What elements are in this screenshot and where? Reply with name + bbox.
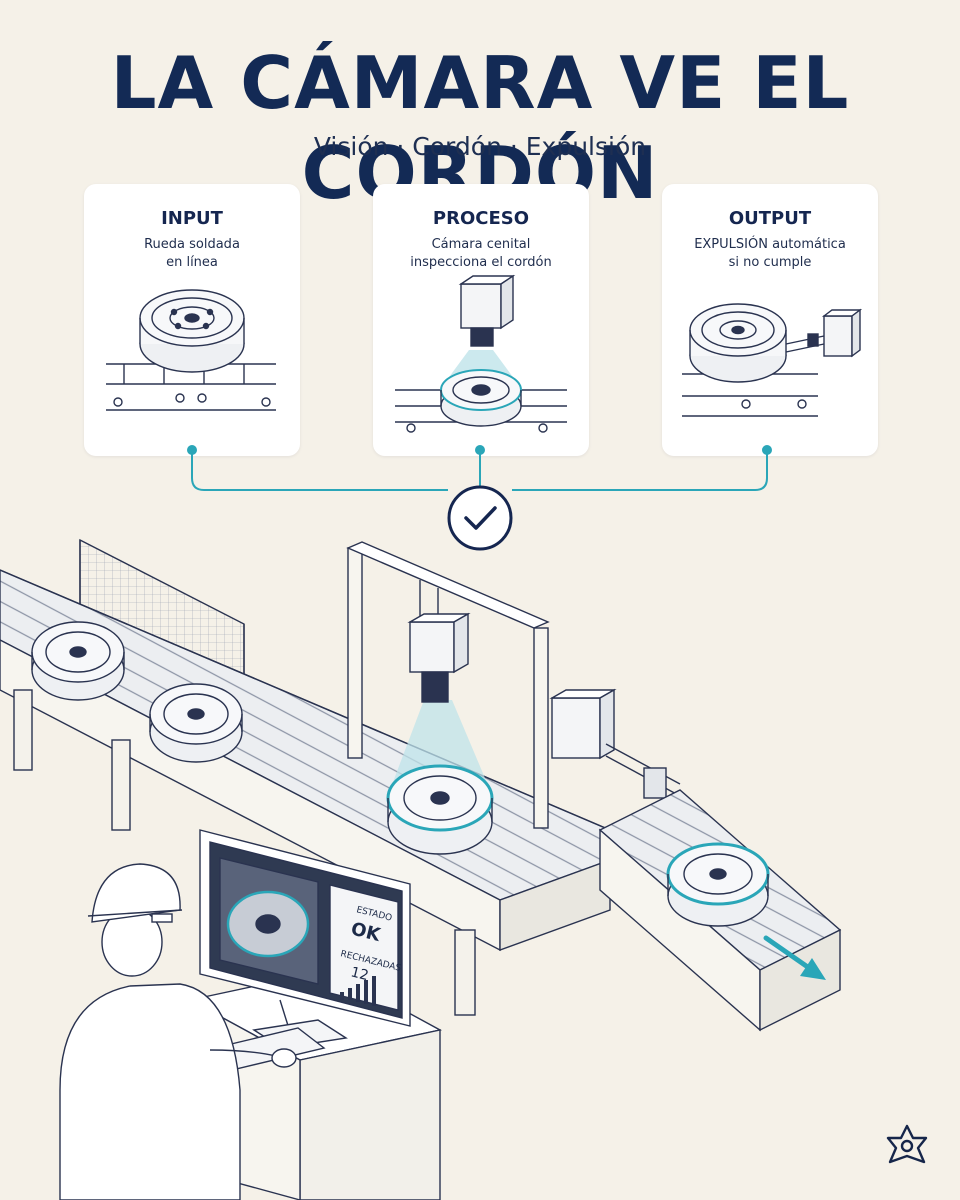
conveyor-icon (106, 363, 276, 411)
card-output: OUTPUT EXPULSIÓN automática si no cumple (662, 184, 878, 456)
ejector-illustration (682, 303, 863, 417)
inspection-gantry (346, 541, 550, 829)
ejector-icon (549, 688, 681, 799)
card-input-title: INPUT (161, 208, 223, 229)
page-title: LA CÁMARA VE EL CORDÓN (110, 41, 850, 215)
camera-inspection-illustration (395, 274, 567, 433)
wheel-on-conveyor-illustration (106, 289, 276, 411)
monitor-rejected-value: 12 (349, 964, 370, 984)
reject-arrow-icon (763, 935, 826, 980)
card-output-description: EXPULSIÓN automática si no cumple (694, 237, 846, 270)
wheel-on-line-1 (31, 621, 125, 701)
card-output-title: OUTPUT (728, 208, 812, 229)
camera-icon (458, 274, 516, 347)
wheel-under-inspection (386, 764, 494, 855)
card-proceso-description: Cámara cenital inspecciona el cordón (410, 237, 552, 270)
operator-figure (59, 863, 297, 1200)
rejected-wheel (666, 842, 770, 927)
camera-icon (407, 612, 471, 703)
connector-lines (187, 445, 772, 551)
card-proceso-title: PROCESO (432, 208, 530, 229)
card-input-description: Rueda soldada en línea (144, 237, 240, 270)
wheel-on-line-2 (149, 683, 243, 763)
brand-logo-icon (886, 1124, 928, 1164)
card-input: INPUT Rueda soldada en línea (84, 184, 300, 456)
wheel-icon (139, 289, 245, 373)
production-line-scene: ESTADO OK RECHAZADAS 12 (0, 538, 842, 1200)
ejector-icon (785, 308, 863, 358)
wheel-icon (689, 303, 787, 383)
monitor-bar-chart (340, 976, 376, 1006)
check-circle-icon (447, 485, 513, 551)
wheel-icon (440, 369, 522, 427)
card-proceso: PROCESO Cámara cenital inspecciona el co… (373, 184, 589, 456)
page-subtitle: Visión · Cordón · Expulsión (313, 132, 647, 161)
